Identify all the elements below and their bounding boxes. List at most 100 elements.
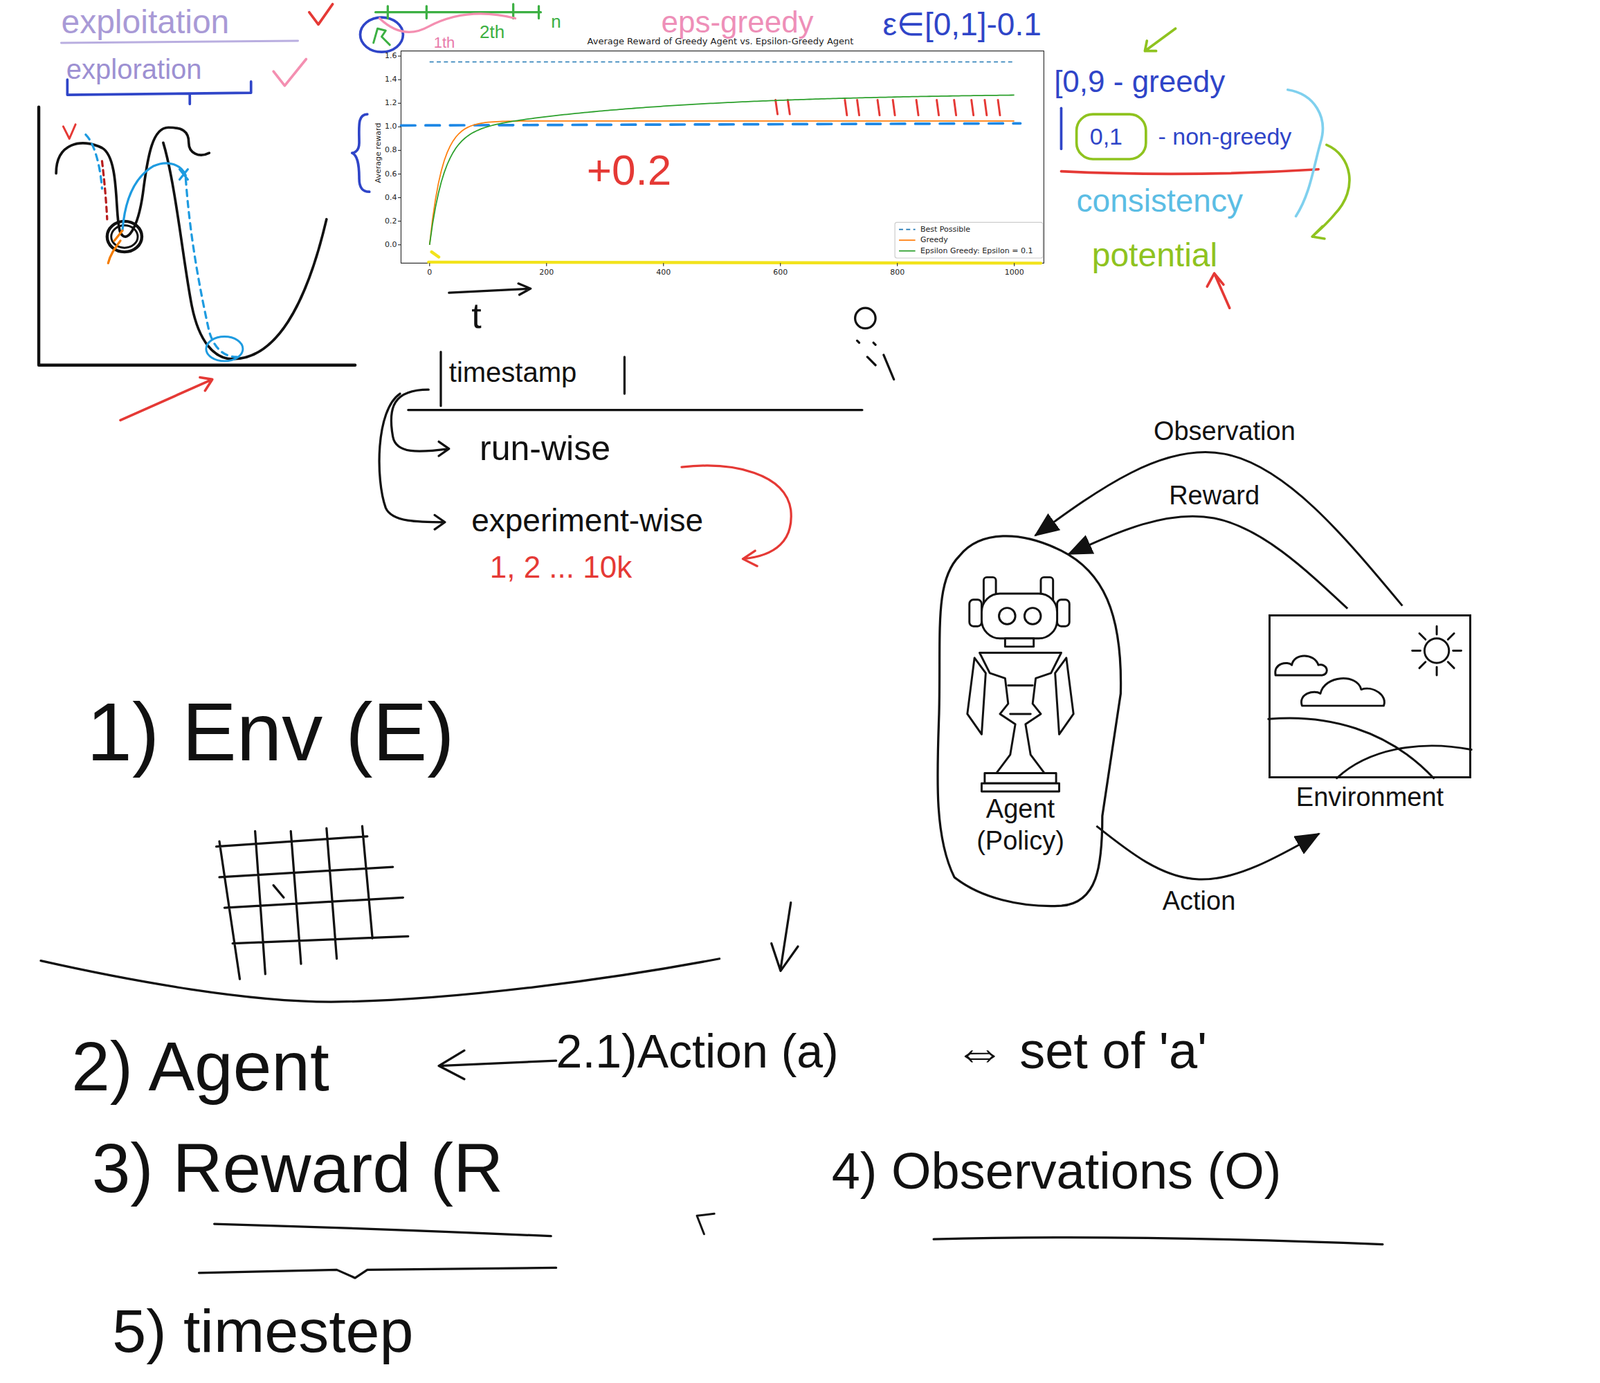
legend-text: Best Possible [920, 225, 971, 234]
note-word: 2th [479, 22, 505, 43]
connector-arrow [1068, 516, 1348, 609]
path-trace [101, 161, 107, 220]
note-formula: ε∈[0,1]-0.1 [882, 6, 1041, 43]
minimum-circle [107, 221, 142, 252]
tick-mark [397, 79, 401, 81]
note-word: exploitation [60, 3, 230, 42]
cloud [1275, 656, 1328, 676]
note-word: consistency [1076, 182, 1243, 220]
axis-tick: 0.6 [384, 169, 398, 179]
graph-axes [38, 107, 356, 366]
axis-tick: 800 [889, 267, 905, 277]
robot-part [979, 652, 1062, 776]
axis-tick: 0 [426, 267, 432, 277]
note-word: exploration [66, 53, 203, 86]
note-word: eps-greedy [660, 4, 814, 41]
tick-mark [1013, 262, 1015, 266]
tick-mark [896, 262, 898, 266]
robot-part [984, 773, 1057, 784]
stick-figure [857, 340, 895, 380]
node-outline [937, 536, 1121, 907]
legend-sample [898, 250, 916, 252]
robot-part [981, 783, 1059, 792]
tick-mark [779, 262, 781, 266]
axis-tick: 0.8 [384, 146, 398, 156]
axis-tick: 1.2 [384, 98, 398, 108]
edge-label: Observation [1150, 416, 1299, 448]
note-word: timestamp [449, 356, 578, 389]
axis-tick: 1.6 [384, 51, 398, 61]
sun-rays [1412, 626, 1462, 676]
underline [60, 40, 298, 43]
branch-arrow [379, 393, 445, 530]
edge-label: Action [1159, 886, 1239, 917]
robot-part [999, 608, 1016, 625]
reward-plot [397, 56, 1043, 267]
axis-tick: 0.0 [384, 240, 398, 250]
tick-mark [397, 150, 401, 151]
axis-title: Average reward [374, 123, 384, 184]
chart-title: Average Reward of Greedy Agent vs. Epsil… [587, 36, 854, 48]
node-label: Agent (Policy) [969, 793, 1072, 857]
brace [352, 114, 370, 192]
legend-sample [898, 229, 916, 231]
tick-mark [429, 262, 430, 266]
tick-mark [397, 103, 401, 104]
down-arrow [771, 903, 798, 972]
tick-mark [662, 262, 664, 266]
tick-mark [397, 244, 401, 245]
legend-text: Epsilon Greedy: Epsilon = 0.1 [920, 247, 1033, 256]
minimum-circle [111, 225, 138, 248]
axis-tick: 1.4 [384, 75, 398, 85]
axis-tick: 0.2 [384, 216, 398, 226]
heading-word: 2.1)Action (a) [556, 1024, 839, 1079]
note-word: 1th [433, 33, 456, 52]
underline [199, 1267, 557, 1279]
check-mark [62, 124, 76, 140]
branch-arrow [391, 389, 450, 457]
cloud [1301, 678, 1385, 707]
plot-frame [400, 51, 1044, 264]
agent-node: Agent (Policy) [937, 535, 1123, 908]
bracket [1287, 89, 1323, 217]
underline [1060, 169, 1319, 175]
tick-mark [397, 220, 401, 222]
robot-part [967, 658, 1074, 735]
grid-sketch [216, 826, 409, 980]
time-arrow [449, 283, 531, 295]
note-word: [0,9 - greedy [1053, 64, 1225, 100]
axis-tick: 600 [773, 267, 788, 277]
heading-word: 5) timestep [112, 1296, 414, 1367]
note-word: 0,1 [1089, 123, 1123, 151]
bracket [1060, 107, 1063, 149]
robot-part [1004, 638, 1034, 648]
tick-mark [546, 262, 547, 266]
robot-part [981, 593, 1057, 639]
underline [214, 1224, 552, 1237]
underline [933, 1238, 1383, 1245]
path-trace [107, 230, 123, 263]
heading-word: 3) Reward (R [92, 1128, 504, 1209]
robot-part [1024, 608, 1041, 625]
axis-note: t [471, 295, 481, 338]
axis-tick: 200 [539, 267, 554, 277]
tick-mark [397, 55, 401, 57]
legend-text: Greedy [920, 235, 949, 245]
note-word: - non-greedy [1158, 123, 1293, 151]
axis-tick: 1.0 [384, 122, 398, 132]
pointer-arrow [1206, 273, 1230, 308]
tick-mark [397, 173, 401, 175]
heading-word: 4) Observations (O) [831, 1141, 1282, 1201]
scribble [696, 1213, 715, 1234]
axis-tick: 400 [656, 267, 671, 277]
robot-part [1057, 600, 1070, 627]
connector-arrow [1096, 826, 1320, 880]
sketch-strokes [38, 4, 1472, 1279]
marker-circle [1076, 114, 1147, 160]
loss-curve [163, 142, 327, 360]
best-line [429, 61, 1015, 63]
tick-mark [397, 126, 401, 128]
node-label: Environment [1296, 782, 1444, 814]
heading-word: ⇔ set of 'a' [954, 1021, 1208, 1081]
